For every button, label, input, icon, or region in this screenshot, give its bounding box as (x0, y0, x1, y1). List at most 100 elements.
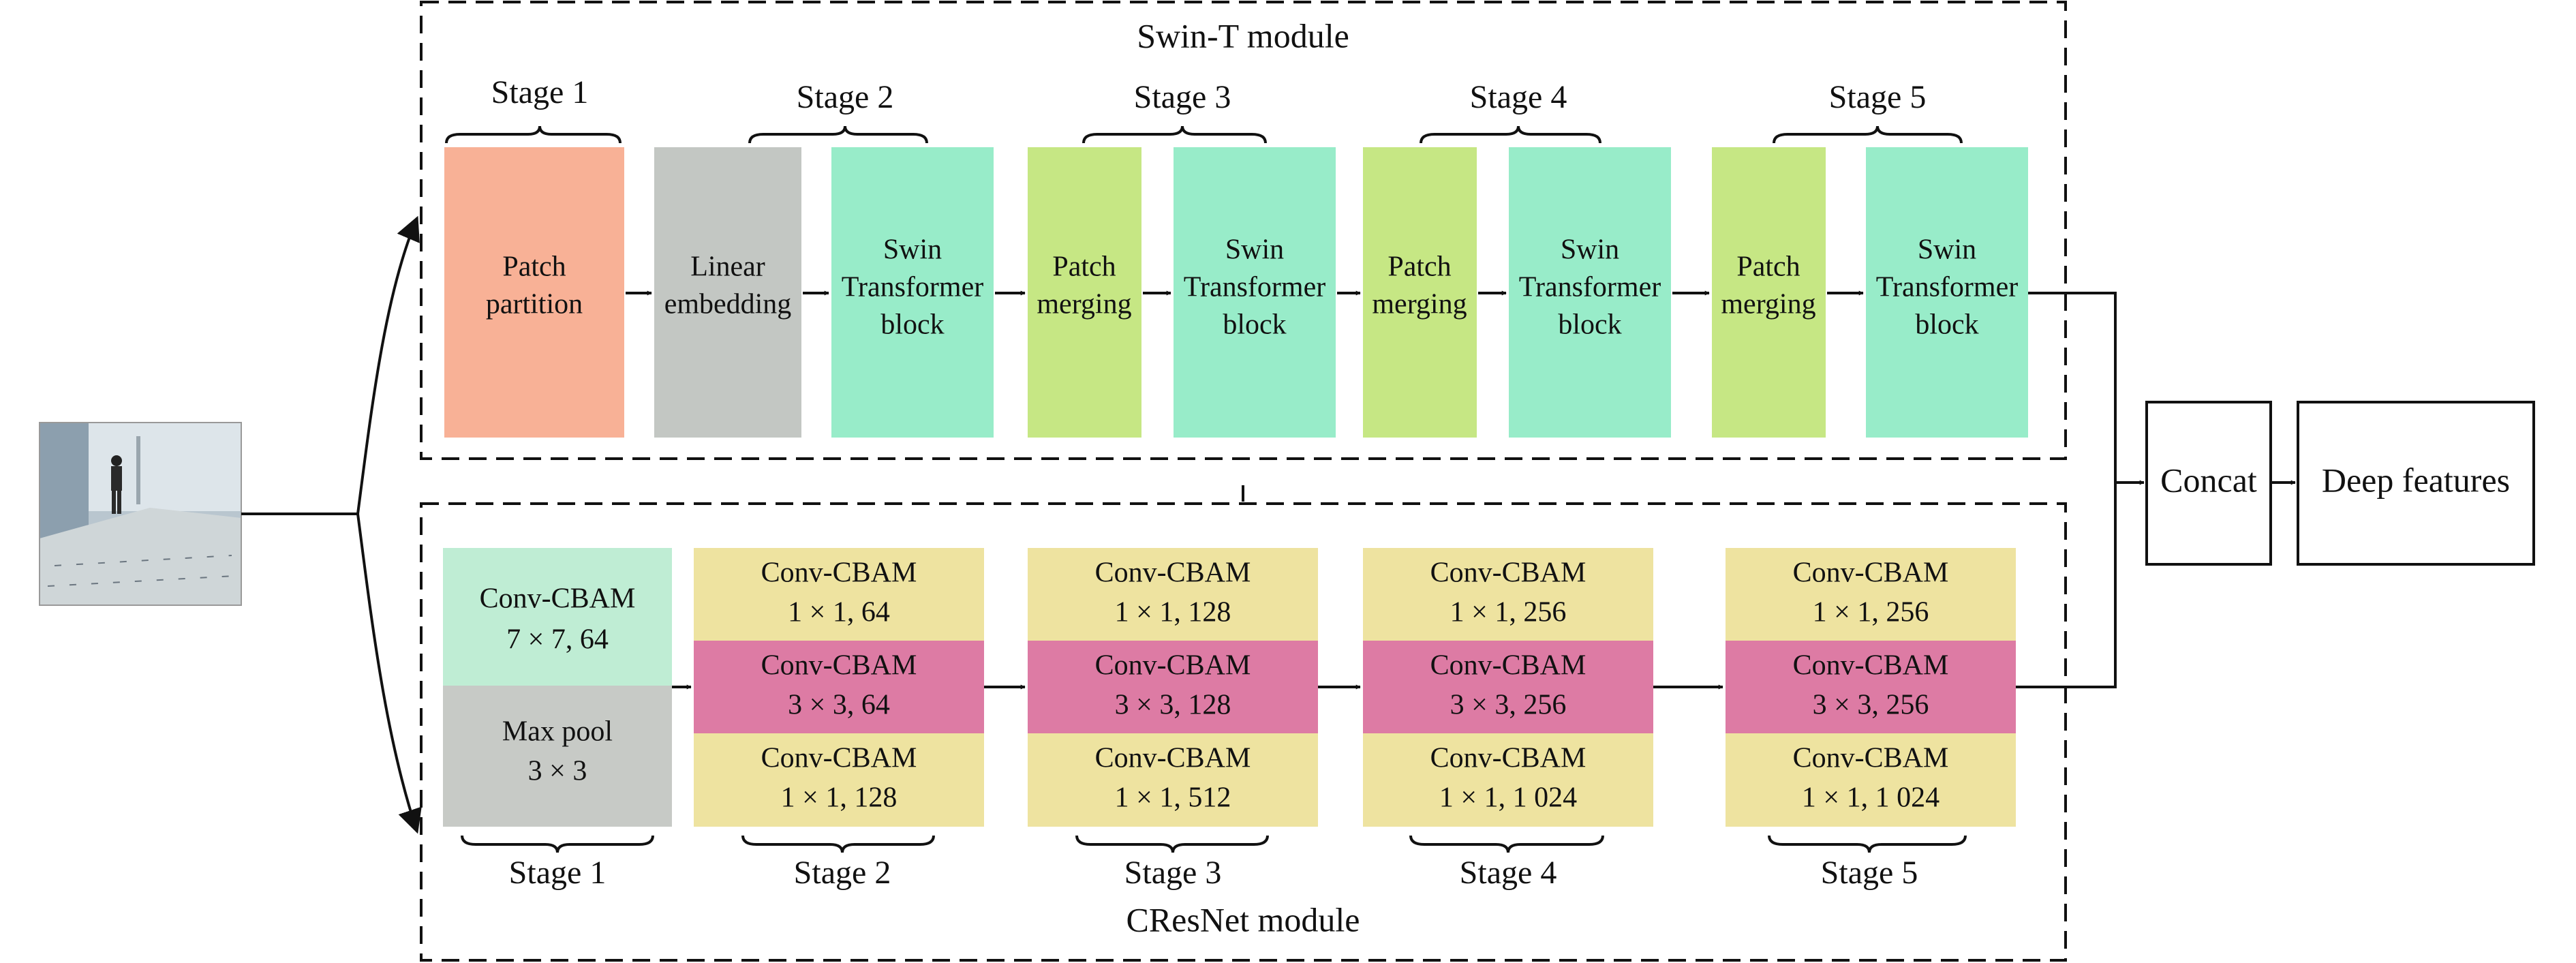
cresnet-stage-3-brace (1075, 835, 1269, 853)
patch-merging-block-1: Patch merging (1028, 147, 1141, 438)
svg-text:3 × 3: 3 × 3 (528, 756, 587, 787)
svg-text:Conv-CBAM: Conv-CBAM (1430, 743, 1586, 774)
swin-transformer-block-4: Swin Transformer block (1866, 147, 2028, 438)
swin-stage-1-brace (445, 125, 622, 144)
cresnet-stage-4-brace (1409, 835, 1604, 853)
patch-merging-block-2: Patch merging (1363, 147, 1477, 438)
svg-text:Conv-CBAM: Conv-CBAM (1095, 743, 1251, 774)
svg-text:1 × 1, 256: 1 × 1, 256 (1450, 597, 1567, 628)
svg-text:3 × 3, 256: 3 × 3, 256 (1450, 690, 1567, 721)
svg-text:1 × 1, 1 024: 1 × 1, 1 024 (1439, 782, 1577, 814)
svg-text:Swin: Swin (1225, 234, 1284, 266)
svg-text:Conv-CBAM: Conv-CBAM (1095, 650, 1251, 682)
svg-text:merging: merging (1372, 289, 1467, 320)
svg-text:Conv-CBAM: Conv-CBAM (1793, 650, 1949, 682)
svg-text:block: block (1915, 309, 1978, 341)
input-image (39, 422, 242, 606)
svg-text:1 × 1, 128: 1 × 1, 128 (781, 782, 898, 814)
swin-stage-5-brace (1773, 125, 1963, 144)
svg-text:Swin: Swin (883, 234, 942, 266)
swin-transformer-block-3: Swin Transformer block (1509, 147, 1671, 438)
svg-text:Conv-CBAM: Conv-CBAM (1430, 650, 1586, 682)
arrow-to-cresnet (356, 513, 422, 834)
linear-embedding-block: Linear embedding (654, 147, 801, 438)
swin-stage-5-label: Stage 5 (1829, 79, 1927, 115)
svg-text:block: block (880, 309, 944, 341)
cresnet-stage-1-label: Stage 1 (509, 855, 607, 891)
swin-stage-2-brace (748, 125, 928, 144)
svg-text:partition: partition (486, 289, 583, 320)
svg-text:Conv-CBAM: Conv-CBAM (761, 650, 917, 682)
swin-output-line (2028, 292, 2117, 483)
arrow-to-swin (356, 215, 420, 515)
patch-merging-block-3: Patch merging (1712, 147, 1826, 438)
svg-text:Transformer: Transformer (1876, 272, 2018, 303)
swin-stage-4-label: Stage 4 (1470, 79, 1567, 115)
swin-stage-2-label: Stage 2 (797, 79, 894, 115)
svg-text:Conv-CBAM: Conv-CBAM (1430, 557, 1586, 589)
svg-text:embedding: embedding (664, 289, 792, 320)
cresnet-stage-4-label: Stage 4 (1460, 855, 1557, 891)
svg-text:3 × 3, 128: 3 × 3, 128 (1115, 690, 1231, 721)
svg-text:Conv-CBAM: Conv-CBAM (1793, 743, 1949, 774)
cresnet-stage1-conv: Conv-CBAM 7 × 7, 64 (443, 548, 672, 686)
svg-text:3 × 3, 64: 3 × 3, 64 (788, 690, 890, 721)
svg-text:Conv-CBAM: Conv-CBAM (1095, 557, 1251, 589)
svg-text:Conv-CBAM: Conv-CBAM (761, 743, 917, 774)
svg-text:7 × 7, 64: 7 × 7, 64 (506, 624, 609, 656)
cresnet-stage2-stack: Conv-CBAM 1 × 1, 64 Conv-CBAM 3 × 3, 64 … (694, 548, 984, 827)
swin-module-frame (420, 1, 2067, 460)
cresnet-stage-1-brace (461, 835, 654, 853)
cresnet-module-title: CResNet module (1126, 900, 1360, 938)
cresnet-stage-5-brace (1768, 835, 1967, 853)
swin-stage-4-brace (1420, 125, 1601, 144)
svg-text:Deep features: Deep features (2322, 461, 2510, 499)
cresnet-stage3-stack: Conv-CBAM 1 × 1, 128 Conv-CBAM 3 × 3, 12… (1028, 548, 1318, 827)
svg-text:Conv-CBAM: Conv-CBAM (761, 557, 917, 589)
cresnet-stage4-stack: Conv-CBAM 1 × 1, 256 Conv-CBAM 3 × 3, 25… (1363, 548, 1653, 827)
svg-text:Linear: Linear (690, 251, 765, 283)
svg-text:Swin: Swin (1918, 234, 1976, 266)
cresnet-output-line (2016, 483, 2117, 688)
svg-text:1 × 1, 64: 1 × 1, 64 (788, 597, 890, 628)
svg-text:Concat: Concat (2160, 461, 2257, 499)
cresnet-stage-2-brace (741, 835, 935, 853)
svg-text:block: block (1223, 309, 1286, 341)
swin-stage-3-brace (1082, 125, 1267, 144)
swin-stage-1-label: Stage 1 (491, 74, 589, 110)
svg-text:Swin: Swin (1561, 234, 1619, 266)
swin-module-title: Swin-T module (1137, 16, 1349, 55)
deep-features-box: Deep features (2297, 401, 2535, 566)
svg-text:Transformer: Transformer (1519, 272, 1661, 303)
svg-text:Transformer: Transformer (842, 272, 983, 303)
person-figure (111, 455, 122, 514)
svg-text:1 × 1, 1 024: 1 × 1, 1 024 (1802, 782, 1939, 814)
svg-text:Conv-CBAM: Conv-CBAM (1793, 557, 1949, 589)
swin-stage-3-label: Stage 3 (1134, 79, 1231, 115)
svg-text:block: block (1558, 309, 1621, 341)
svg-text:Transformer: Transformer (1184, 272, 1325, 303)
concat-box: Concat (2145, 401, 2272, 566)
swin-transformer-block-2: Swin Transformer block (1174, 147, 1336, 438)
svg-text:Patch: Patch (502, 251, 566, 283)
svg-text:merging: merging (1037, 289, 1131, 320)
svg-text:Conv-CBAM: Conv-CBAM (480, 583, 636, 615)
swin-transformer-block-1: Swin Transformer block (831, 147, 994, 438)
svg-text:Max pool: Max pool (502, 716, 613, 748)
svg-text:1 × 1, 128: 1 × 1, 128 (1115, 597, 1231, 628)
cresnet-module-frame (420, 502, 2067, 962)
cresnet-stage1-maxpool: Max pool 3 × 3 (443, 686, 672, 827)
patch-partition-block: Patch partition (444, 147, 624, 438)
cresnet-stage5-stack: Conv-CBAM 1 × 1, 256 Conv-CBAM 3 × 3, 25… (1726, 548, 2016, 827)
cresnet-stage-5-label: Stage 5 (1821, 855, 1918, 891)
svg-text:Patch: Patch (1387, 251, 1451, 283)
cresnet-stage-2-label: Stage 2 (794, 855, 891, 891)
cresnet-stage-3-label: Stage 3 (1124, 855, 1222, 891)
svg-text:merging: merging (1721, 289, 1815, 320)
svg-text:3 × 3, 256: 3 × 3, 256 (1813, 690, 1929, 721)
svg-text:Patch: Patch (1052, 251, 1116, 283)
svg-text:Patch: Patch (1736, 251, 1800, 283)
svg-text:1 × 1, 512: 1 × 1, 512 (1115, 782, 1231, 814)
svg-text:1 × 1, 256: 1 × 1, 256 (1813, 597, 1929, 628)
